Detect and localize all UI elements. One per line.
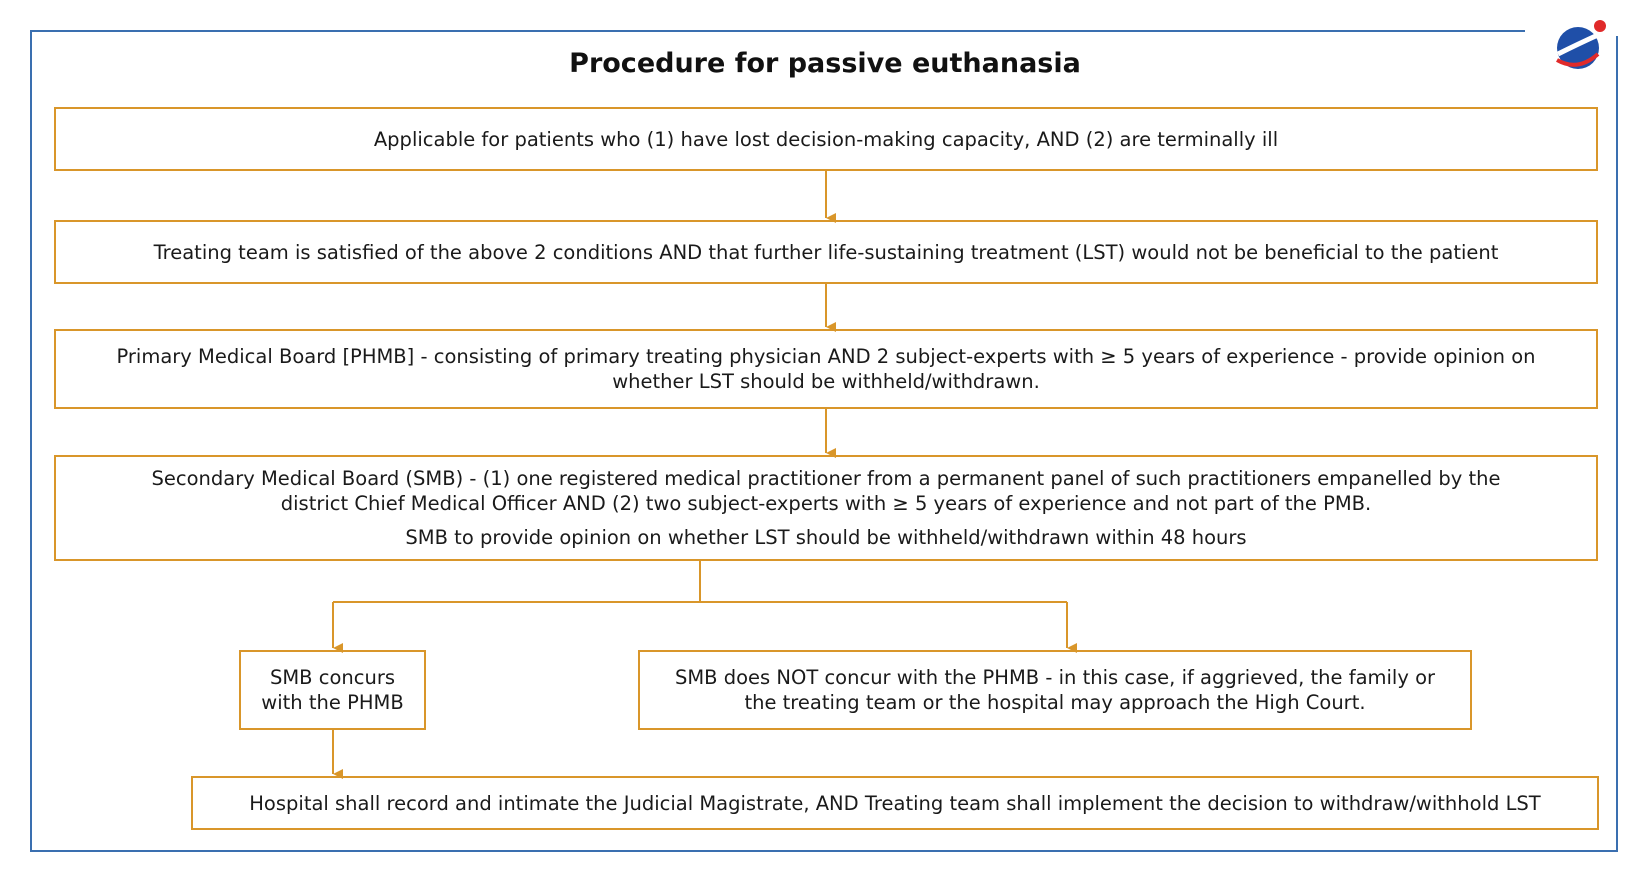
smb-not-concur-box: SMB does NOT concur with the PHMB - in t… xyxy=(638,650,1472,730)
diagram-frame xyxy=(30,30,1618,852)
implementation-text: Hospital shall record and intimate the J… xyxy=(249,791,1541,815)
smb-concurs-line1: SMB concurs xyxy=(269,666,396,689)
phmb-box: Primary Medical Board [PHMB] - consistin… xyxy=(54,329,1598,409)
smb-concurs-box: SMB concurs with the PHMB xyxy=(239,650,426,730)
implementation-box: Hospital shall record and intimate the J… xyxy=(191,776,1599,830)
smb-box: Secondary Medical Board (SMB) - (1) one … xyxy=(54,455,1598,561)
treating-team-box: Treating team is satisfied of the above … xyxy=(54,220,1598,284)
smb-not-concur-line1: SMB does NOT concur with the PHMB - in t… xyxy=(674,666,1436,689)
smb-text-line1: Secondary Medical Board (SMB) - (1) one … xyxy=(151,467,1501,490)
smb-text-line2: district Chief Medical Officer AND (2) t… xyxy=(280,492,1372,515)
applicability-box: Applicable for patients who (1) have los… xyxy=(54,107,1598,171)
smb-concurs-line2: with the PHMB xyxy=(261,691,404,714)
smb-not-concur-line2: the treating team or the hospital may ap… xyxy=(744,691,1366,714)
phmb-text-line2: whether LST should be withheld/withdrawn… xyxy=(612,370,1040,393)
smb-text-line3: SMB to provide opinion on whether LST sh… xyxy=(405,526,1247,549)
applicability-text: Applicable for patients who (1) have los… xyxy=(373,127,1279,151)
diagram-title: Procedure for passive euthanasia xyxy=(569,48,1081,79)
treating-team-text: Treating team is satisfied of the above … xyxy=(153,240,1499,264)
phmb-text-line1: Primary Medical Board [PHMB] - consistin… xyxy=(116,345,1536,368)
globe-logo-icon xyxy=(1556,20,1606,69)
